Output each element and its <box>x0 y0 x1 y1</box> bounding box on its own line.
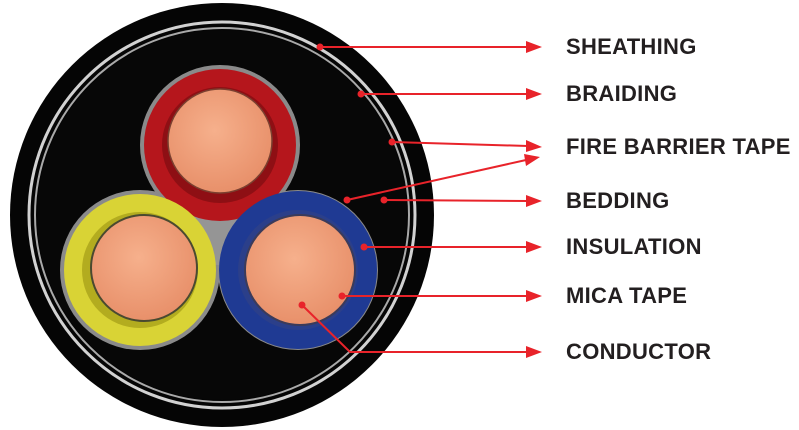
label-fire-barrier-tape: FIRE BARRIER TAPE <box>566 134 791 159</box>
label-bedding: BEDDING <box>566 188 670 213</box>
blue-core-conductor <box>244 214 356 326</box>
label-insulation: INSULATION <box>566 234 702 259</box>
braiding-ring-outer <box>27 20 417 410</box>
yellow-core-conductor <box>90 214 198 322</box>
fire-barrier-ring <box>34 27 410 403</box>
label-conductor: CONDUCTOR <box>566 339 712 364</box>
label-braiding: BRAIDING <box>566 81 678 106</box>
leader-lines <box>298 41 542 358</box>
label-sheathing: SHEATHING <box>566 34 697 59</box>
red-core-conductor <box>167 88 273 194</box>
label-mica-tape: MICA TAPE <box>566 283 688 308</box>
